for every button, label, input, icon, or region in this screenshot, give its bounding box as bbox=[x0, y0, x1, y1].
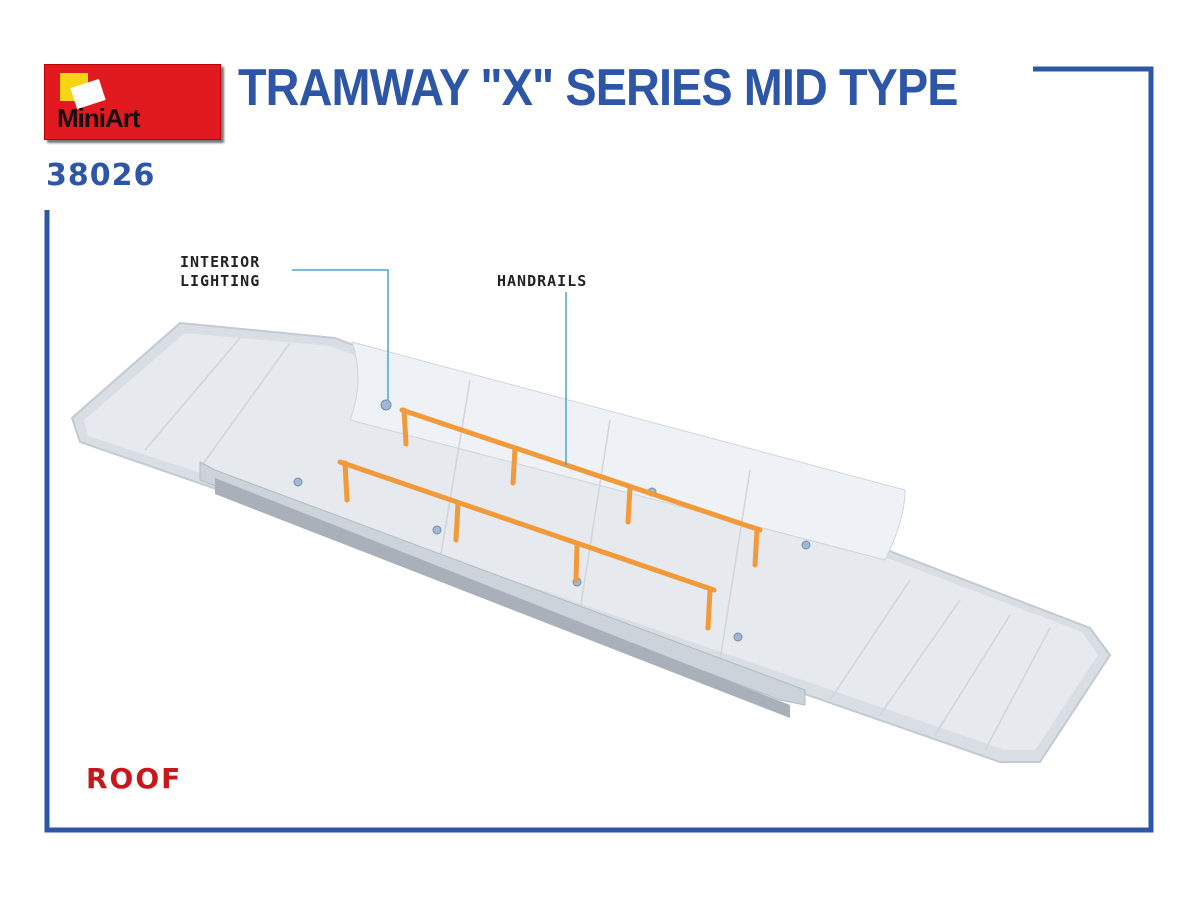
logo-text: MiniArt bbox=[57, 103, 141, 133]
product-code: 38026 bbox=[46, 158, 156, 193]
page-title: TRAMWAY "X" SERIES MID TYPE bbox=[238, 59, 959, 117]
callout-handrails: HANDRAILS bbox=[497, 272, 588, 290]
callout-line1: INTERIOR bbox=[180, 253, 261, 271]
callout-line2: LIGHTING bbox=[180, 272, 261, 290]
roof-model bbox=[70, 321, 1112, 763]
frame-border bbox=[44, 66, 1154, 833]
miniart-logo: MiniArt bbox=[44, 64, 221, 140]
callout-lines bbox=[292, 269, 567, 465]
part-label: ROOF bbox=[86, 762, 183, 795]
callout-interior-lighting: INTERIOR LIGHTING bbox=[180, 253, 260, 291]
handrails bbox=[337, 407, 763, 631]
